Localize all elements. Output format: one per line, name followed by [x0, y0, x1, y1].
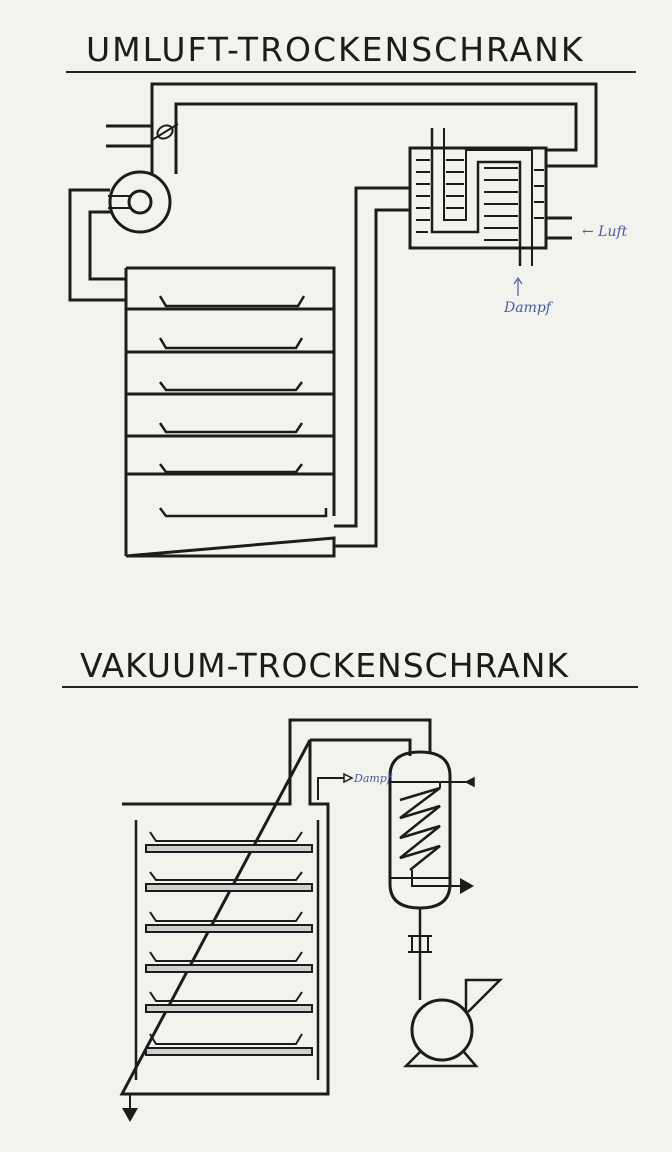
heating-plate [145, 844, 313, 853]
vakuum-steam-label: Dampf [353, 772, 393, 785]
condenser-vessel [388, 750, 452, 910]
tray [149, 831, 303, 842]
heating-plate [145, 1047, 313, 1056]
umluft-title: UMLUFT-TROCKENSCHRANK [86, 30, 585, 69]
heat-exchanger-air-inlet [546, 216, 572, 240]
tray [149, 871, 303, 881]
umluft-steam-label: Dampf [503, 300, 554, 316]
umluft-supply-duct [334, 186, 410, 528]
umluft-return-duct-outer [68, 188, 126, 302]
vakuum-title: VAKUUM-TROCKENSCHRANK [80, 646, 570, 685]
damper-icon [151, 123, 179, 141]
umluft-heat-exchanger [408, 146, 548, 250]
steam-valve-icon [343, 772, 354, 784]
umluft-return-duct [88, 210, 126, 281]
vakuum-diagram [119, 718, 504, 1122]
coolant-in-arrow [464, 776, 475, 788]
heating-plate [145, 1004, 313, 1013]
vakuum-trays [149, 831, 303, 1045]
umluft-title-underline [66, 71, 636, 73]
tray [149, 951, 303, 962]
heating-plate [145, 883, 313, 892]
heat-exchanger-coil-inner [443, 128, 533, 266]
umluft-fan [108, 170, 172, 234]
umluft-cabinet [124, 266, 336, 558]
heat-exchanger-fins [416, 159, 544, 241]
heating-plate [145, 924, 313, 933]
heat-exchanger-coil [430, 128, 522, 266]
umluft-trays [158, 295, 328, 518]
tray [158, 422, 304, 434]
vakuum-plates [145, 844, 313, 1056]
tray [159, 381, 303, 392]
vacuum-pump-icon [402, 978, 504, 1068]
vakuum-title-underline [62, 686, 638, 688]
condenser-coolant-in [439, 781, 472, 788]
umluft-supply-duct-outer [334, 208, 410, 548]
condenser-coolant-out [411, 870, 474, 894]
vakuum-steam-inlet [317, 777, 344, 800]
heating-plate [145, 964, 313, 973]
tray [159, 507, 328, 518]
vacuum-valve-icon [408, 935, 432, 953]
tray [158, 337, 304, 350]
umluft-fan-outlet-inner [174, 102, 578, 174]
umluft-partitions [126, 307, 334, 476]
condenser-coil [399, 786, 441, 871]
tray [149, 991, 303, 1002]
umluft-air-label: ← Luft [582, 224, 628, 240]
vakuum-cabinet [119, 718, 432, 1096]
tray [158, 295, 306, 308]
umluft-diagram [68, 82, 598, 558]
tray [149, 1033, 303, 1045]
tray [159, 463, 303, 474]
tray [149, 911, 303, 922]
umluft-fan-outlet [150, 82, 598, 174]
